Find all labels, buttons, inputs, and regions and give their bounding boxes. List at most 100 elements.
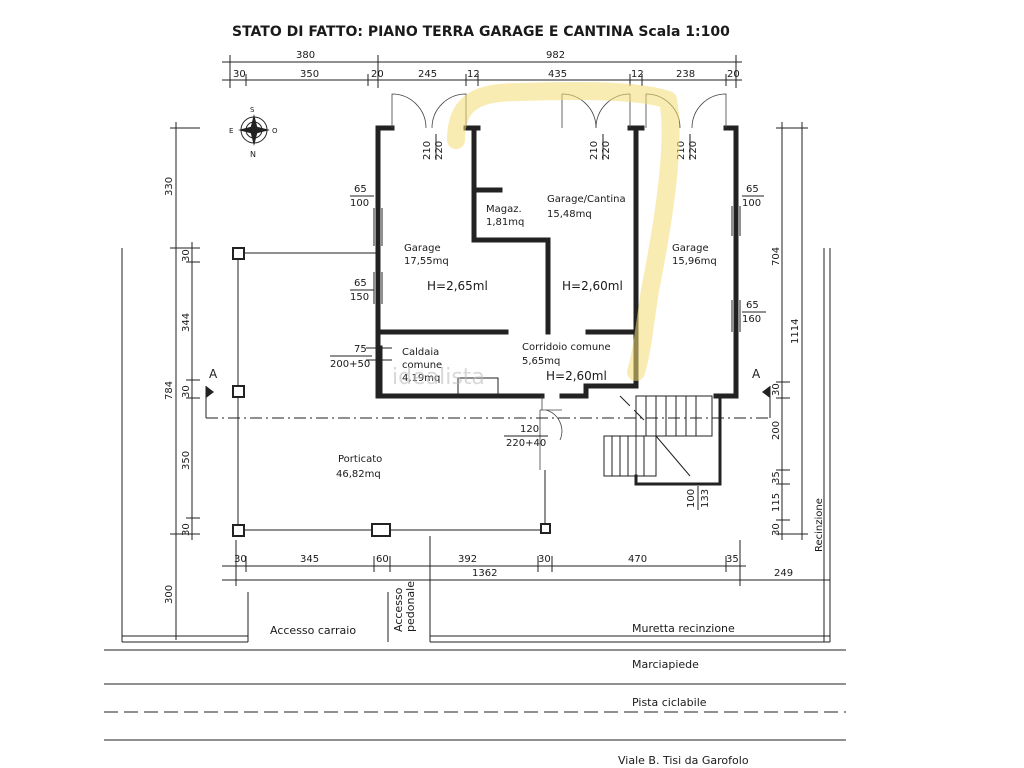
magaz-name: Magaz.: [486, 204, 522, 215]
caldaia-name2: comune: [402, 360, 442, 371]
door-dimensions: 210 220 210 220 210 220: [422, 134, 699, 160]
dim-right-30b: 30: [771, 523, 782, 536]
highlight-annotation: [447, 81, 680, 381]
dim-bot-470: 470: [628, 554, 647, 565]
site-boundary: [104, 248, 846, 741]
compass-o: O: [272, 127, 278, 135]
dim-bot-392: 392: [458, 554, 477, 565]
dim-left-344: 344: [181, 313, 192, 332]
dim-left-330: 330: [164, 177, 175, 196]
caldaia-name1: Caldaia: [402, 347, 439, 358]
porticato-area: [232, 247, 551, 537]
dim-top-20a: 20: [371, 69, 384, 80]
dim-left-30c: 30: [181, 523, 192, 536]
dim-982: 982: [546, 50, 565, 61]
dim-right-704: 704: [771, 247, 782, 266]
dim-left-784: 784: [164, 381, 175, 400]
stair-b: 133: [700, 489, 711, 508]
section-a-right: A: [752, 367, 761, 381]
dim-top-30: 30: [233, 69, 246, 80]
height-garage-left: H=2,65ml: [427, 279, 488, 293]
room-labels: Garage 17,55mq Magaz. 1,81mq Garage/Cant…: [336, 194, 717, 480]
viale-name: Viale B. Tisi da Garofolo: [618, 754, 749, 767]
dim-bot-249: 249: [774, 568, 793, 579]
caldaia-a: 75: [354, 344, 367, 355]
garage-right-name: Garage: [672, 243, 709, 254]
accesso-pedonale-2: pedonale: [404, 581, 417, 632]
garage-cantina-area: 15,48mq: [547, 209, 592, 220]
garage-left-name: Garage: [404, 243, 441, 254]
door1-w: 210: [422, 141, 433, 160]
door3-h: 220: [688, 141, 699, 160]
windows: [373, 206, 741, 332]
porticato-name: Porticato: [338, 454, 382, 465]
dim-top-350: 350: [300, 69, 319, 80]
right-dimensions: 704 1114 30 200 35 115 30 Recinzione: [771, 122, 825, 552]
win-r2-a: 65: [746, 300, 759, 311]
window-dimensions: 65 100 65 150 65 100 65 160 75 200+50 12…: [330, 184, 766, 510]
corr-door-a: 120: [520, 424, 539, 435]
watermark: idealista: [392, 365, 485, 390]
dim-bot-30a: 30: [234, 554, 247, 565]
dim-right-115: 115: [771, 493, 782, 512]
stair-a: 100: [686, 489, 697, 508]
dim-bot-60: 60: [376, 554, 389, 565]
door3-w: 210: [676, 141, 687, 160]
recinzione-label: Recinzione: [814, 498, 825, 552]
door1-h: 220: [434, 141, 445, 160]
compass-n: N: [250, 150, 256, 159]
dim-left-300: 300: [164, 585, 175, 604]
left-dimensions: 330 784 30 344 30 350 30 300: [164, 122, 200, 640]
win-r1-a: 65: [746, 184, 759, 195]
building-walls: [366, 125, 739, 399]
height-garage-cantina: H=2,60ml: [562, 279, 623, 293]
garage-left-area: 17,55mq: [404, 256, 449, 267]
caldaia-b: 200+50: [330, 359, 370, 370]
dim-left-30a: 30: [181, 249, 192, 262]
dim-top-12a: 12: [467, 69, 480, 80]
corridoio-area: 5,65mq: [522, 356, 560, 367]
dim-top-435: 435: [548, 69, 567, 80]
dim-right-1114: 1114: [790, 319, 801, 344]
corr-door-b: 220+40: [506, 438, 546, 449]
win-r1-b: 100: [742, 198, 761, 209]
plan-title: STATO DI FATTO: PIANO TERRA GARAGE E CAN…: [232, 24, 730, 40]
pista-ciclabile: Pista ciclabile: [632, 696, 707, 709]
dim-right-35: 35: [771, 471, 782, 484]
accesso-carraio: Accesso carraio: [270, 624, 356, 637]
dim-bot-345: 345: [300, 554, 319, 565]
win-l1-a: 65: [354, 184, 367, 195]
win-l2-a: 65: [354, 278, 367, 289]
dim-bot-35: 35: [726, 554, 739, 565]
muretta-recinzione: Muretta recinzione: [632, 622, 735, 635]
win-l1-b: 100: [350, 198, 369, 209]
marciapiede: Marciapiede: [632, 658, 699, 671]
win-r2-b: 160: [742, 314, 761, 325]
magaz-area: 1,81mq: [486, 217, 524, 228]
win-l2-b: 150: [350, 292, 369, 303]
section-a-left: A: [209, 367, 218, 381]
dim-left-30b: 30: [181, 385, 192, 398]
door2-w: 210: [589, 141, 600, 160]
dim-top-20b: 20: [727, 69, 740, 80]
staircase: [603, 394, 722, 486]
dim-left-350: 350: [181, 451, 192, 470]
dim-top-245: 245: [418, 69, 437, 80]
section-line: A A: [205, 367, 771, 419]
compass-s: S: [250, 106, 255, 114]
street-labels: Accesso carraio Accesso pedonale Muretta…: [270, 581, 749, 767]
corridoio-name: Corridoio comune: [522, 342, 611, 353]
dim-right-200: 200: [771, 421, 782, 440]
compass-icon: S N E O: [229, 106, 278, 159]
porticato-area-label: 46,82mq: [336, 469, 381, 480]
garage-right-area: 15,96mq: [672, 256, 717, 267]
bottom-dimensions: 30 345 60 392 30 470 35 1362 249: [222, 540, 830, 586]
dim-bot-1362: 1362: [472, 568, 497, 579]
door2-h: 220: [601, 141, 612, 160]
caldaia-area: 4,19mq: [402, 373, 440, 384]
accesso-pedonale-1: Accesso: [392, 587, 405, 632]
top-dimensions: 380 982 30 350 20 245 12 435 12 238 20: [222, 50, 742, 88]
garage-cantina-name: Garage/Cantina: [547, 194, 626, 205]
dim-top-238: 238: [676, 69, 695, 80]
